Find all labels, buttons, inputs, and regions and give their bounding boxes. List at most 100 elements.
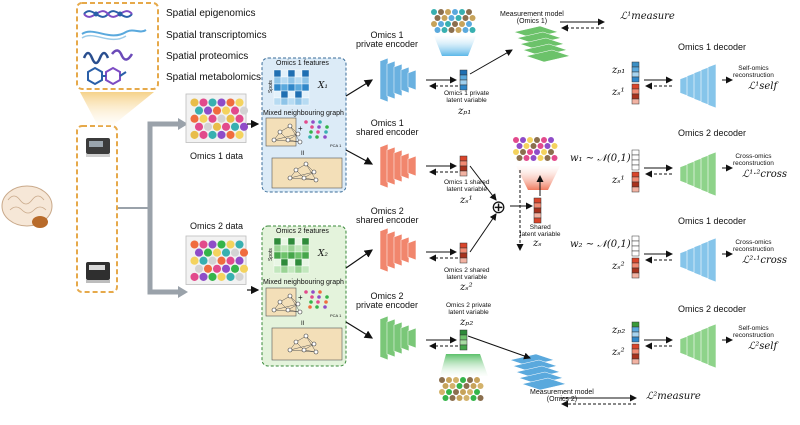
spot [453, 377, 459, 383]
shared1-latent-bar [459, 155, 468, 177]
graph-node [277, 129, 283, 135]
encoder-layer [386, 318, 396, 358]
decoder-input-cell [631, 358, 640, 365]
matrix-cell [273, 237, 282, 246]
matrix-cell [280, 244, 289, 253]
spot [239, 264, 249, 273]
graph-node [285, 307, 291, 313]
latent-cell [459, 69, 468, 76]
decoder-layer [707, 63, 717, 109]
spot [456, 383, 463, 389]
pca-point [311, 290, 315, 294]
spot [434, 15, 441, 21]
matrix-cell [287, 244, 296, 253]
matrix-cell [294, 251, 303, 260]
matrix-cell [273, 97, 282, 106]
decoder-input-cell [631, 76, 640, 83]
spot [212, 264, 222, 273]
modality-label-epigenomics: Spatial epigenomics [166, 8, 256, 19]
decoder-1 [631, 61, 733, 109]
sequencer-icon-2 [86, 262, 110, 283]
spot [434, 27, 441, 33]
private1-latent-caption: Omics 1 private latent variable [444, 90, 490, 104]
encoder-layer [400, 324, 410, 352]
encoder-layer [407, 327, 417, 349]
decoder-input-cell [631, 164, 640, 171]
spot [239, 106, 249, 115]
spot [534, 149, 540, 155]
spot [541, 137, 547, 143]
spot [203, 122, 213, 131]
light-beam [80, 92, 154, 126]
spot [460, 389, 466, 395]
encoder-layer [400, 66, 410, 94]
spot [455, 15, 462, 21]
pca-point [318, 120, 322, 124]
graph-node [287, 123, 293, 129]
bottom-spots [439, 377, 484, 401]
matrix-cell [287, 90, 296, 99]
decoder4-task: Self-omics reconstruction [733, 325, 774, 339]
spot [460, 377, 466, 383]
modality-box [76, 2, 159, 90]
pca-label-1: PCA 1 [330, 143, 342, 148]
matrix-cell [273, 265, 282, 274]
equals-sign-2: II [301, 321, 305, 327]
matrix-cell [287, 258, 296, 267]
spot [199, 130, 208, 139]
spot [455, 27, 462, 33]
spot [190, 256, 199, 265]
spot [551, 155, 558, 161]
matrix-cell [287, 76, 296, 85]
spot [449, 383, 456, 389]
matrix-cell [280, 76, 289, 85]
spot [462, 15, 469, 21]
decoder-input-cell [631, 331, 640, 338]
graph-node [295, 131, 301, 137]
decoder-input-cell [631, 348, 640, 355]
spot [221, 106, 231, 115]
spot [445, 9, 451, 15]
decoder-layer [707, 237, 717, 283]
graph-node [311, 341, 317, 347]
matrix-cell [301, 83, 310, 92]
encoders [379, 57, 417, 361]
measurement-model-1-label: Measurement model (Omics 1) [500, 11, 564, 26]
matrix-cell [280, 265, 289, 274]
encoder-layer [393, 63, 403, 97]
decoder4-loss: ℒ²self [748, 341, 778, 352]
decoder3-task: Cross-omics reconstruction [733, 239, 774, 253]
graph-node [301, 347, 307, 353]
matrix-cell [280, 90, 289, 99]
graph-node [271, 307, 277, 313]
decoder1-task: Self-omics reconstruction [733, 65, 774, 79]
spot [190, 114, 199, 123]
spot [527, 137, 533, 143]
spot [230, 106, 240, 115]
graph-node [287, 175, 293, 181]
decoder-input-cell [631, 176, 640, 183]
plus-sign-2: + [298, 293, 303, 302]
pca-point [325, 125, 329, 129]
measurement-model-2-label: Measurement model (Omics 2) [530, 389, 594, 404]
graph-node [287, 293, 293, 299]
encoder-layer [393, 233, 403, 267]
spot [203, 106, 213, 115]
decoder4-title: Omics 2 decoder [678, 304, 747, 314]
decoder-input-cell [631, 88, 640, 95]
graph-node [271, 137, 277, 143]
pca-point [317, 295, 321, 299]
pca-point [315, 305, 319, 309]
decoder-input-cell [631, 83, 640, 90]
spots-label-1: Spots [267, 80, 274, 94]
matrix-cell [301, 244, 310, 253]
latent-cell [459, 247, 468, 254]
spot [456, 395, 463, 401]
graph-edge [305, 163, 317, 181]
spot [448, 27, 455, 33]
decoder-input-cell [631, 272, 640, 279]
spot [194, 264, 204, 273]
spot [463, 395, 470, 401]
spot [439, 377, 445, 383]
matrix-cell [294, 83, 303, 92]
